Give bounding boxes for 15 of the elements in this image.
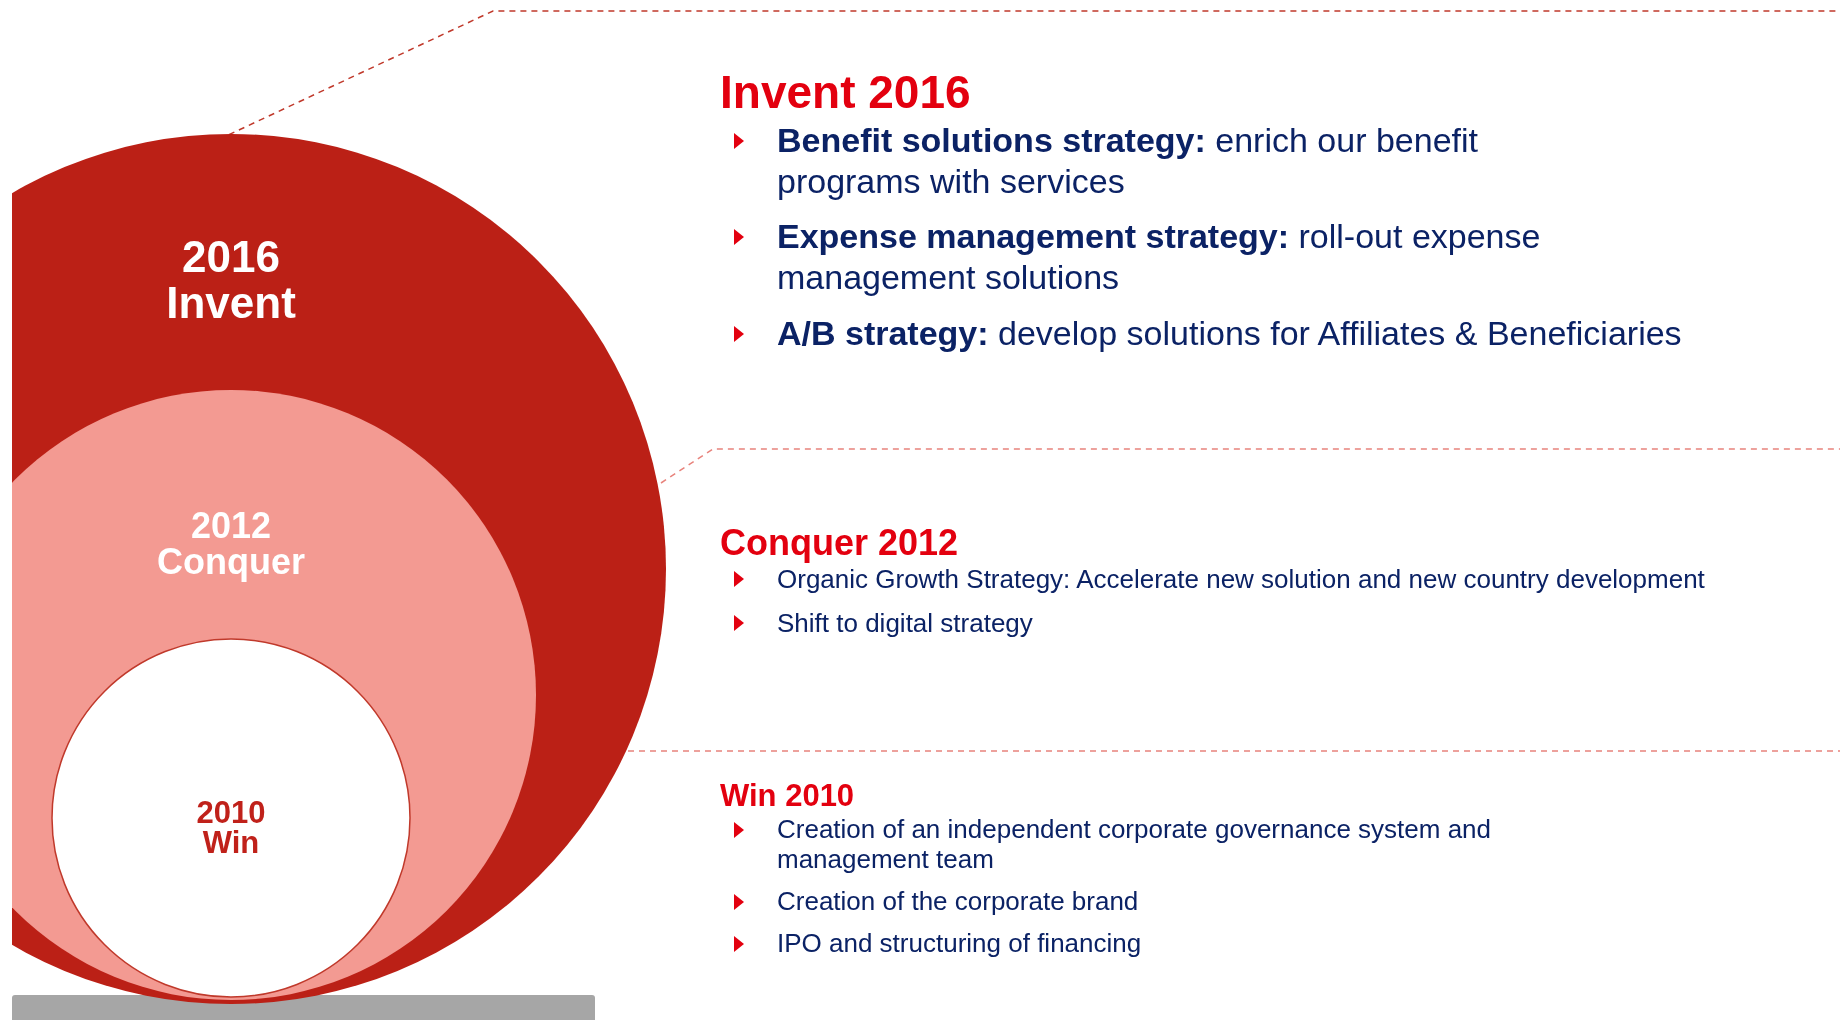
section-heading: Win 2010	[720, 778, 855, 814]
section-heading: Conquer 2012	[720, 522, 959, 564]
bullet-text: Creation of the corporate brand	[777, 886, 1140, 916]
bullet-text: IPO and structuring of financing	[777, 928, 1143, 958]
bullet-text: Organic Growth Strategy: Accelerate new solution and new country development	[777, 563, 1706, 595]
circle-label: 2010 Win	[196, 798, 266, 858]
circle-label: 2012 Conquer	[157, 508, 305, 580]
bullet-text: Benefit solutions strategy: enrich our benefit programs with services	[777, 120, 1479, 202]
bullet-text: Shift to digital strategy	[777, 607, 1034, 639]
bullet-text: Creation of an independent corporate governance system and management team	[777, 814, 1493, 874]
circle-label: 2016 Invent	[166, 234, 296, 326]
bullet-text: A/B strategy: develop solutions for Affiliates & Beneficiaries	[777, 313, 1683, 354]
section-heading: Invent 2016	[720, 66, 971, 118]
bullet-text: Expense management strategy: roll-out expense management solutions	[777, 216, 1542, 298]
base-bar	[12, 995, 595, 1020]
